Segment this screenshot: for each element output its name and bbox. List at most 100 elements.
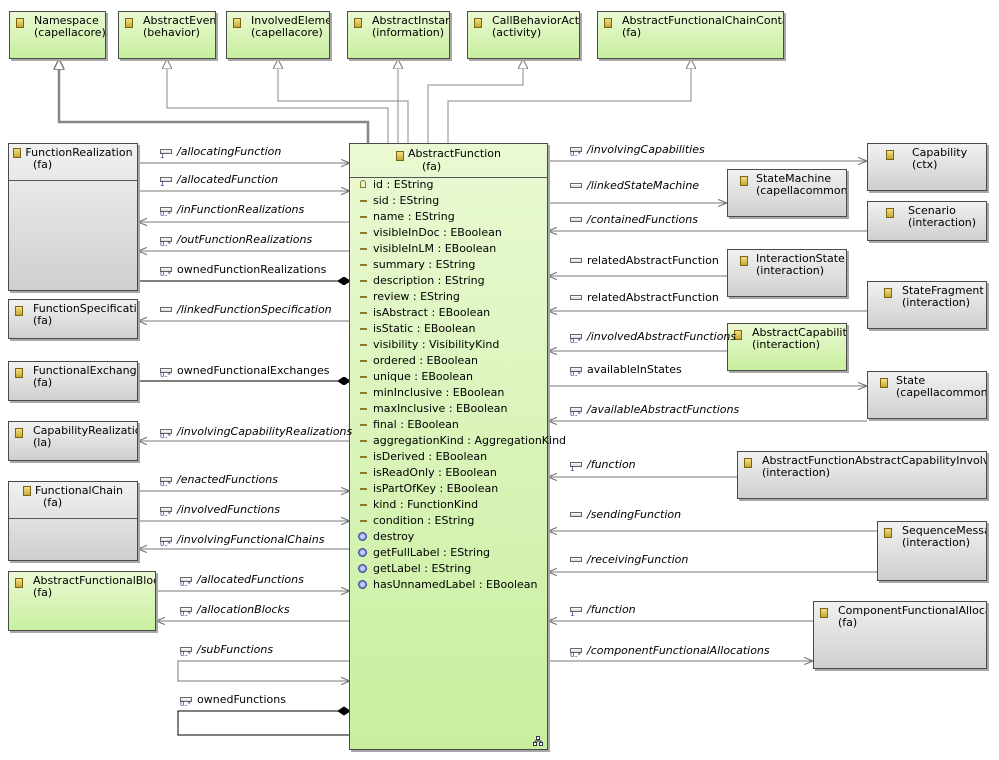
attribute-icon [360,312,367,314]
reference-label-related-abstract-function-1[interactable]: relatedAbstractFunction [570,254,719,267]
class-abstract-functional-block[interactable]: AbstractFunctionalBlock(fa) [8,571,156,631]
attribute-row[interactable]: isReadOnly : EBoolean [350,465,547,481]
eclass-icon [125,18,133,28]
reference-icon: 0..* [570,405,584,417]
attribute-row[interactable]: visibility : VisibilityKind [350,337,547,353]
attribute-row[interactable]: sid : EString [350,193,547,209]
reference-label-function-2[interactable]: 1/function [570,603,636,617]
attribute-label: kind : FunctionKind [373,498,479,511]
operation-row[interactable]: getLabel : EString [350,561,547,577]
reference-label-available-abstract-functions[interactable]: 0..*/availableAbstractFunctions [570,403,739,417]
class-name: CapabilityRealization [33,424,137,437]
reference-label-component-functional-allocations[interactable]: 0..*/componentFunctionalAllocations [570,644,770,658]
attribute-row[interactable]: id : EString [350,177,547,193]
reference-label-involved-abstract-functions[interactable]: 0..*/involvedAbstractFunctions [570,330,736,344]
class-abstract-instance[interactable]: AbstractInstance(information) [347,11,450,59]
attribute-row[interactable]: unique : EBoolean [350,369,547,385]
class-state-fragment[interactable]: StateFragment(interaction) [867,281,987,329]
class-functional-exchange[interactable]: FunctionalExchange(fa) [8,361,138,401]
compartment-separator [350,177,547,178]
attribute-row[interactable]: visibleInLM : EBoolean [350,241,547,257]
class-capability[interactable]: Capability(ctx) [867,143,987,191]
attribute-row[interactable]: maxInclusive : EBoolean [350,401,547,417]
reference-bar-icon [180,646,192,652]
reference-bar-icon [180,576,192,582]
operation-label: destroy [373,530,415,543]
reference-label-allocated-functions[interactable]: 0..*/allocatedFunctions [180,573,304,587]
attribute-row[interactable]: description : EString [350,273,547,289]
class-state-machine[interactable]: StateMachine(capellacommon) [727,169,847,217]
reference-label-sending-function[interactable]: /sendingFunction [570,508,681,521]
reference-label-involving-functional-chains[interactable]: 0..*/involvingFunctionalChains [160,533,324,547]
attribute-label: review : EString [373,290,460,303]
attribute-row[interactable]: condition : EString [350,513,547,529]
class-abstract-capability[interactable]: AbstractCapability(interaction) [727,323,847,371]
reference-label-allocation-blocks[interactable]: 0..*/allocationBlocks [180,603,290,617]
attribute-row[interactable]: review : EString [350,289,547,305]
attribute-row[interactable]: isPartOfKey : EBoolean [350,481,547,497]
attribute-row[interactable]: isDerived : EBoolean [350,449,547,465]
attribute-row[interactable]: visibleInDoc : EBoolean [350,225,547,241]
reference-label-allocated-function[interactable]: 1/allocatedFunction [160,173,279,187]
reference-label-allocating-function[interactable]: 1/allocatingFunction [160,145,281,159]
class-involved-element[interactable]: InvolvedElement(capellacore) [226,11,330,59]
class-capability-realization[interactable]: CapabilityRealization(la) [8,421,138,461]
class-scenario[interactable]: Scenario(interaction) [867,201,987,241]
class-abstract-event[interactable]: AbstractEvent(behavior) [118,11,216,59]
reference-name: /outFunctionRealizations [177,233,313,246]
class-namespace[interactable]: Namespace(capellacore) [9,11,106,59]
reference-label-linked-function-specification[interactable]: /linkedFunctionSpecification [160,303,332,316]
reference-label-out-function-realizations[interactable]: 0..*/outFunctionRealizations [160,233,313,247]
attribute-icon [360,424,367,426]
reference-label-enacted-functions[interactable]: 0..*/enactedFunctions [160,473,278,487]
attribute-row[interactable]: name : EString [350,209,547,225]
attribute-row[interactable]: ordered : EBoolean [350,353,547,369]
class-abstract-function-abstract-capability-involvement[interactable]: AbstractFunctionAbstractCapabilityInvolv… [737,451,987,499]
class-header: Scenario(interaction) [868,202,986,229]
reference-label-linked-state-machine[interactable]: /linkedStateMachine [570,179,699,192]
attribute-row[interactable]: summary : EString [350,257,547,273]
attribute-row[interactable]: kind : FunctionKind [350,497,547,513]
class-abstract-functional-chain-container[interactable]: AbstractFunctionalChainContainer(fa) [597,11,784,59]
reference-label-sub-functions[interactable]: 0..*/subFunctions [180,643,273,657]
reference-label-available-in-states[interactable]: 0..*availableInStates [570,363,682,377]
reference-label-related-abstract-function-2[interactable]: relatedAbstractFunction [570,291,719,304]
reference-label-involving-capabilities[interactable]: 0..*/involvingCapabilities [570,143,705,157]
reference-label-involved-functions[interactable]: 0..*/involvedFunctions [160,503,280,517]
attribute-row[interactable]: aggregationKind : AggregationKind [350,433,566,449]
attribute-row[interactable]: final : EBoolean [350,417,547,433]
reference-name: relatedAbstractFunction [587,254,719,267]
operation-row[interactable]: destroy [350,529,547,545]
attribute-row[interactable]: isStatic : EBoolean [350,321,547,337]
reference-label-contained-functions[interactable]: /containedFunctions [570,213,698,226]
reference-icon: 0..* [180,645,194,657]
class-header: AbstractInstance(information) [348,12,449,39]
class-package: (interaction) [762,466,831,479]
reference-label-function-1[interactable]: 1/function [570,458,636,472]
attribute-icon [360,472,367,474]
class-name: AbstractFunctionalBlock [33,574,155,587]
class-interaction-state[interactable]: InteractionState(interaction) [727,249,847,297]
reference-label-owned-functions[interactable]: 0..*ownedFunctions [180,693,286,707]
attribute-row[interactable]: isAbstract : EBoolean [350,305,547,321]
class-package: (interaction) [908,216,977,229]
reference-label-involving-capability-realizations[interactable]: 0..*/involvingCapabilityRealizations [160,425,352,439]
class-package: (fa) [622,26,642,39]
reference-label-owned-function-realizations[interactable]: 0..*ownedFunctionRealizations [160,263,326,277]
class-function-specification[interactable]: FunctionSpecification(fa) [8,299,138,339]
class-functional-chain[interactable]: FunctionalChain(fa) [8,481,138,561]
reference-label-in-function-realizations[interactable]: 0..*/inFunctionRealizations [160,203,304,217]
reference-label-owned-functional-exchanges[interactable]: 0..*ownedFunctionalExchanges [160,364,330,378]
class-state[interactable]: State(capellacommon) [867,371,987,419]
class-call-behavior-action[interactable]: CallBehaviorAction(activity) [467,11,580,59]
class-component-functional-allocation[interactable]: ComponentFunctionalAllocation(fa) [813,601,987,669]
reference-icon: 0..* [160,265,174,277]
class-function-realization[interactable]: FunctionRealization(fa) [8,143,138,291]
reference-name: /allocatedFunction [177,173,279,186]
class-sequence-message[interactable]: SequenceMessage(interaction) [877,521,987,581]
reference-label-receiving-function[interactable]: /receivingFunction [570,553,688,566]
attribute-row[interactable]: minInclusive : EBoolean [350,385,547,401]
operation-row[interactable]: hasUnnamedLabel : EBoolean [350,577,547,593]
operation-row[interactable]: getFullLabel : EString [350,545,547,561]
